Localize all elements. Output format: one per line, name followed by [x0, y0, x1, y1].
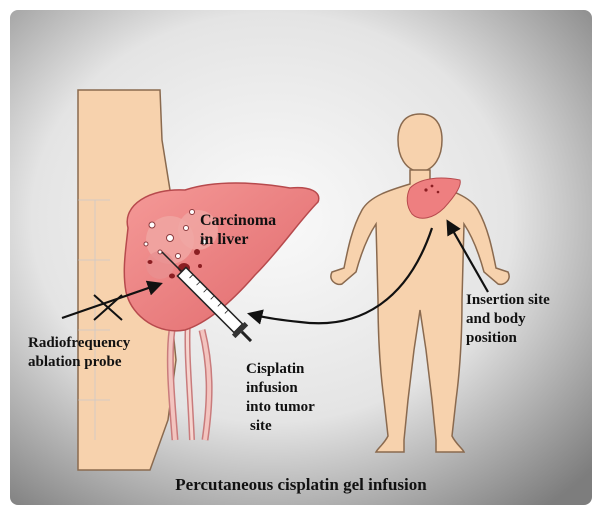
label-insertion-2: and body [466, 311, 526, 327]
label-carcinoma-2: in liver [200, 231, 248, 248]
diagram-caption: Percutaneous cisplatin gel infusion [175, 475, 427, 494]
label-probe-2: ablation probe [28, 354, 122, 370]
label-carcinoma-1: Carcinoma [200, 212, 276, 229]
label-insertion-1: Insertion site [466, 292, 550, 308]
label-infusion-2: infusion [246, 380, 298, 396]
label-infusion-4: site [250, 418, 272, 434]
label-infusion-3: into tumor [246, 399, 315, 415]
label-insertion-3: position [466, 330, 518, 346]
label-probe-1: Radiofrequency [28, 335, 131, 351]
label-infusion-1: Cisplatin [246, 361, 305, 377]
